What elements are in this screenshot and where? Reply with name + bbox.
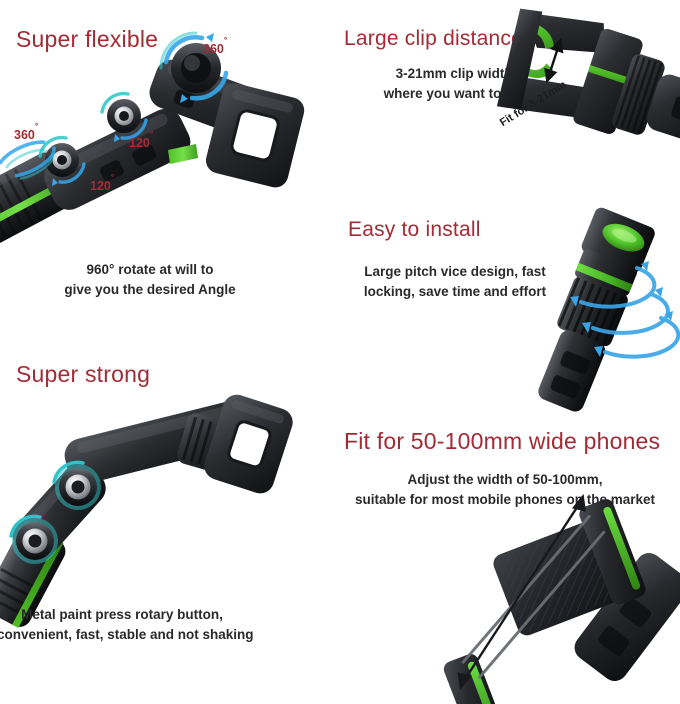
caption-line: locking, save time and effort: [363, 283, 547, 299]
section-super-strong: Super strong: [0, 355, 330, 655]
angle-label-120-low: 120°: [90, 172, 115, 194]
caption-line: Large pitch vice design, fast: [364, 264, 546, 279]
product-image-rotary-joints-arm: [0, 394, 293, 628]
section-large-clip-distance: Large clip distance 3-21mm clip width, w…: [330, 0, 680, 200]
caption-line: 960° rotate at will to: [86, 262, 214, 277]
section-easy-to-install: Easy to install Large pitch vice design,…: [330, 200, 680, 415]
section-fit-for-wide-phones: Fit for 50-100mm wide phones Adjust the …: [330, 415, 680, 704]
section-caption-large-clip-distance: 3-21mm clip width, where you want to cli…: [336, 64, 576, 103]
caption-line: where you want to clip: [383, 85, 529, 101]
section-super-flexible: Super flexible: [0, 0, 330, 310]
product-image-vice-lock: [538, 207, 680, 412]
section-caption-easy-to-install: Large pitch vice design, fast locking, s…: [330, 262, 580, 301]
section-caption-super-flexible: 960° rotate at will to give you the desi…: [0, 260, 300, 299]
angle-label-120-mid: 120°: [129, 129, 154, 151]
caption-line: convenient, fast, stable and not shaking: [0, 626, 254, 642]
section-headline-super-flexible: Super flexible: [16, 26, 159, 52]
caption-line: 3-21mm clip width,: [395, 66, 517, 81]
angle-label-360-top: 360°: [203, 35, 228, 57]
caption-line: Adjust the width of 50-100mm,: [407, 472, 603, 487]
product-image-clip-jaws: [496, 8, 680, 143]
section-headline-fit-for-wide-phones: Fit for 50-100mm wide phones: [344, 428, 661, 454]
section-headline-large-clip-distance: Large clip distance: [344, 27, 523, 50]
section-headline-easy-to-install: Easy to install: [348, 218, 481, 241]
caption-line: give you the desired Angle: [64, 281, 236, 297]
product-image-phone-clamp-width: [443, 493, 680, 704]
product-image-flexible-arm: [0, 31, 305, 248]
section-caption-super-strong: Metal paint press rotary button, conveni…: [0, 605, 254, 644]
caption-line: Metal paint press rotary button,: [21, 607, 223, 622]
angle-label-360-left: 360°: [14, 121, 39, 143]
section-headline-super-strong: Super strong: [16, 361, 151, 387]
